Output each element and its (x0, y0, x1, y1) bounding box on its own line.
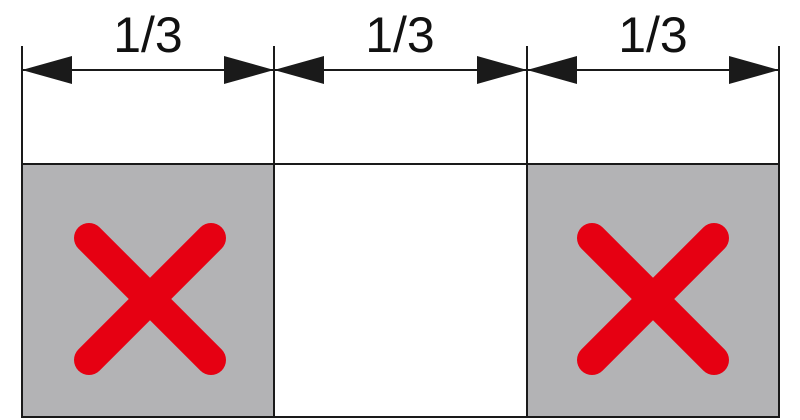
dimension-label-left: 1/3 (113, 7, 183, 63)
dimension-label-right: 1/3 (618, 7, 688, 63)
dimension-label-middle: 1/3 (365, 7, 435, 63)
division-lines (21, 46, 780, 418)
arrowhead-right-icon (477, 56, 527, 84)
arrowhead-left-icon (22, 56, 72, 84)
arrowhead-left-icon (527, 56, 577, 84)
arrowhead-left-icon (274, 56, 324, 84)
dimension-line-group (22, 56, 779, 84)
arrowhead-right-icon (729, 56, 779, 84)
arrowhead-right-icon (224, 56, 274, 84)
x-mark-icon (74, 223, 226, 375)
bar-outline (22, 163, 779, 418)
segment-middle-fill (274, 164, 527, 417)
x-mark-icon (577, 223, 729, 375)
